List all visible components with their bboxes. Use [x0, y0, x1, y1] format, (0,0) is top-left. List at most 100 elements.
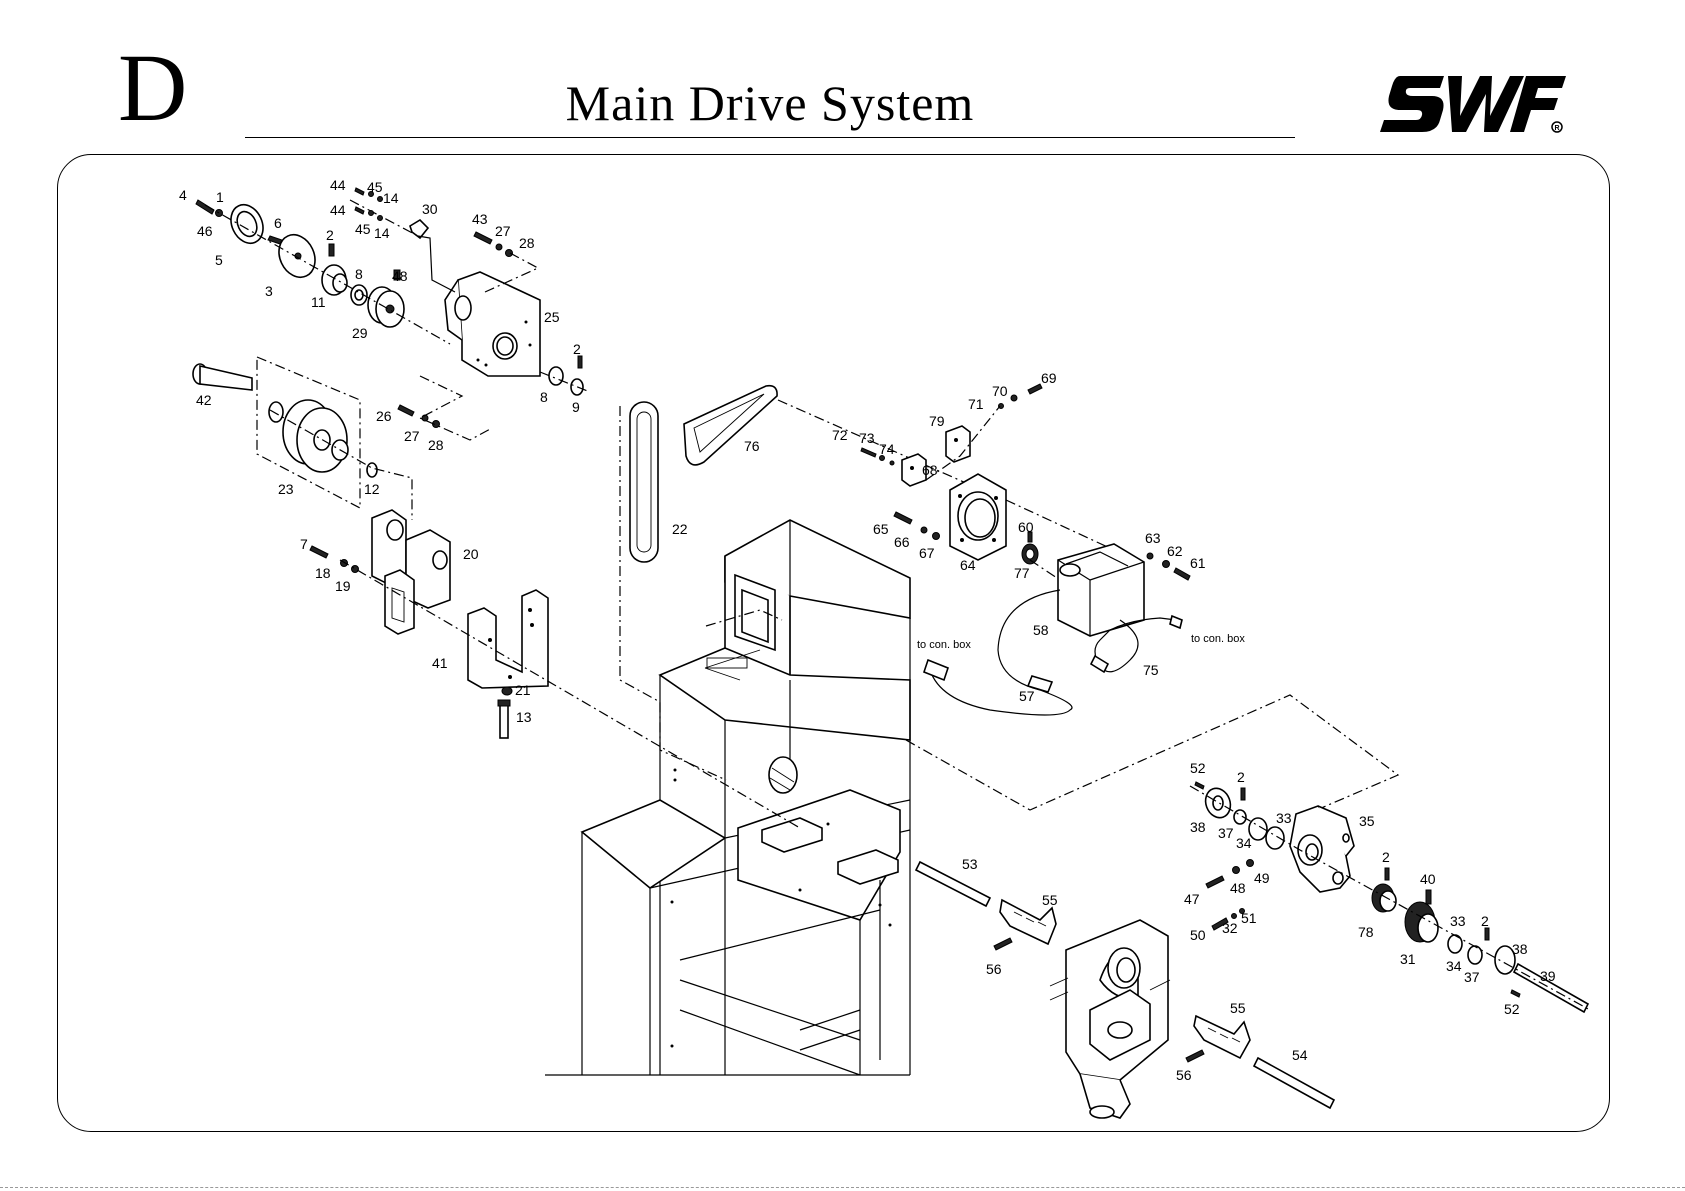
label-part-30: 30	[422, 201, 438, 217]
label-part-56-b: 56	[1176, 1067, 1192, 1083]
label-part-2: 2	[326, 227, 334, 243]
label-part-76: 76	[744, 438, 760, 454]
label-part-53: 53	[962, 856, 978, 872]
label-part-41: 41	[432, 655, 448, 671]
label-part-45: 45	[367, 179, 383, 195]
label-part-45-b: 45	[355, 221, 371, 237]
label-part-60: 60	[1018, 519, 1034, 535]
label-part-28-b: 28	[428, 437, 444, 453]
label-part-71: 71	[968, 396, 984, 412]
label-part-21: 21	[515, 682, 531, 698]
label-part-4: 4	[179, 187, 187, 203]
label-part-31: 31	[1400, 951, 1416, 967]
label-part-8: 8	[355, 266, 363, 282]
label-part-2-d: 2	[1382, 849, 1390, 865]
label-part-34: 34	[1236, 835, 1252, 851]
label-part-32: 32	[1222, 920, 1238, 936]
label-part-42: 42	[196, 392, 212, 408]
label-part-51: 51	[1241, 910, 1257, 926]
label-part-20: 20	[463, 546, 479, 562]
label-part-27: 27	[495, 223, 511, 239]
label-part-78: 78	[1358, 924, 1374, 940]
label-part-69: 69	[1041, 370, 1057, 386]
label-part-52-b: 52	[1504, 1001, 1520, 1017]
label-part-46: 46	[197, 223, 213, 239]
label-part-26: 26	[376, 408, 392, 424]
label-part-56: 56	[986, 961, 1002, 977]
label-part-67: 67	[919, 545, 935, 561]
label-part-28: 28	[519, 235, 535, 251]
label-part-55: 55	[1042, 892, 1058, 908]
diagram-frame	[57, 154, 1610, 1132]
label-part-35: 35	[1359, 813, 1375, 829]
label-part-40: 40	[1420, 871, 1436, 887]
label-part-57: 57	[1019, 688, 1035, 704]
label-part-44: 44	[330, 177, 346, 193]
label-part-2-c: 2	[1237, 769, 1245, 785]
upper-pulley-assembly	[195, 187, 591, 441]
swf-logo: R SWF	[1380, 72, 1570, 136]
label-part-7: 7	[300, 536, 308, 552]
label-part-37: 37	[1218, 825, 1234, 841]
label-part-65: 65	[873, 521, 889, 537]
label-part-29: 29	[352, 325, 368, 341]
label-part-48-b: 48	[1230, 880, 1246, 896]
label-part-11: 11	[311, 294, 326, 310]
label-part-25: 25	[544, 309, 560, 325]
label-part-14: 14	[383, 190, 399, 206]
label-part-50: 50	[1190, 927, 1206, 943]
label-part-33: 33	[1276, 810, 1292, 826]
label-part-74: 74	[879, 441, 895, 457]
label-part-55-b: 55	[1230, 1000, 1246, 1016]
right-gear-housing	[1189, 781, 1591, 1014]
note-to-con-box-right: to con. box	[1191, 633, 1245, 645]
tensioner-brackets	[309, 509, 801, 829]
label-part-19: 19	[335, 578, 351, 594]
label-part-75: 75	[1143, 662, 1159, 678]
label-part-18: 18	[315, 565, 331, 581]
belts	[619, 384, 1001, 781]
label-part-14-b: 14	[374, 225, 390, 241]
label-part-77: 77	[1014, 565, 1030, 581]
idler-pulley-assembly	[192, 356, 413, 520]
label-part-6: 6	[274, 215, 282, 231]
label-part-38-b: 38	[1512, 941, 1528, 957]
connection-lines	[705, 609, 1400, 813]
label-part-12: 12	[364, 481, 380, 497]
label-part-70: 70	[992, 383, 1008, 399]
label-part-13: 13	[516, 709, 532, 725]
label-part-48: 48	[392, 268, 408, 284]
label-part-62: 62	[1167, 543, 1183, 559]
label-part-27-b: 27	[404, 428, 420, 444]
label-part-2-e: 2	[1481, 913, 1489, 929]
machine-frame	[545, 519, 911, 1076]
label-part-33-b: 33	[1450, 913, 1466, 929]
section-letter: D	[118, 34, 188, 141]
label-part-79: 79	[929, 413, 945, 429]
label-part-68: 68	[922, 462, 938, 478]
label-part-8-b: 8	[540, 389, 548, 405]
label-part-5: 5	[215, 252, 223, 268]
lower-hook-drive	[914, 860, 1336, 1119]
label-part-38: 38	[1190, 819, 1206, 835]
label-part-52: 52	[1190, 760, 1206, 776]
label-part-23: 23	[278, 481, 294, 497]
label-part-43: 43	[472, 211, 488, 227]
label-part-63: 63	[1145, 530, 1161, 546]
label-part-2-b: 2	[573, 341, 581, 357]
label-part-58: 58	[1033, 622, 1049, 638]
motor-assembly	[860, 383, 1191, 716]
label-part-3: 3	[265, 283, 273, 299]
label-part-37-b: 37	[1464, 969, 1480, 985]
label-part-39: 39	[1540, 968, 1556, 984]
label-part-54: 54	[1292, 1047, 1308, 1063]
part-number-labels: 4 1 46 5 6 3 2 11 8 48 29 44 45 14 44 45…	[179, 177, 1556, 1083]
label-part-44-b: 44	[330, 202, 346, 218]
svg-text:R: R	[1555, 125, 1560, 132]
label-part-61: 61	[1190, 555, 1206, 571]
label-part-72: 72	[832, 427, 848, 443]
label-part-34-b: 34	[1446, 958, 1462, 974]
label-part-22: 22	[672, 521, 688, 537]
label-part-49: 49	[1254, 870, 1270, 886]
